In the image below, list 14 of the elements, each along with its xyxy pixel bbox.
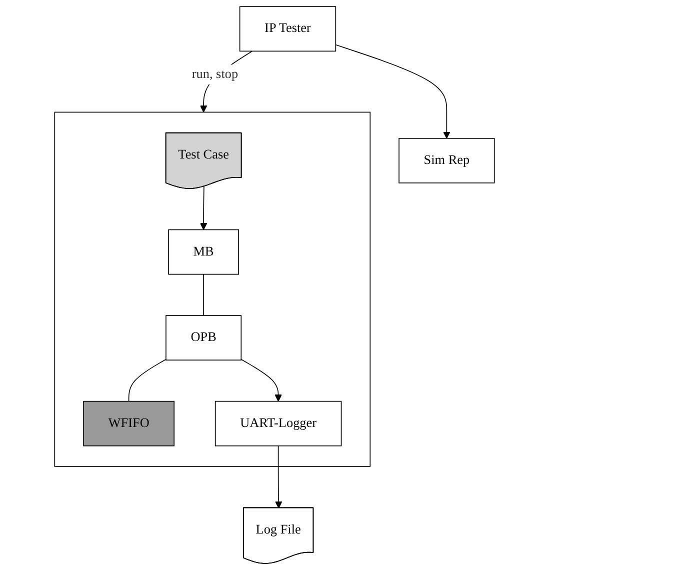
arrow — [335, 44, 450, 139]
node-box: IP Tester — [239, 6, 336, 52]
edge-label: run, stop — [192, 67, 238, 82]
arrow — [200, 186, 208, 230]
arrow — [274, 445, 282, 508]
connector — [203, 274, 204, 316]
arrow — [240, 358, 282, 402]
node-box: UART-Logger — [214, 400, 342, 446]
connector — [128, 358, 166, 402]
node-box: MB — [168, 229, 239, 275]
node-box: WFIFO — [83, 400, 174, 446]
node-box: OPB — [166, 315, 242, 360]
node-box: Sim Rep — [398, 138, 495, 184]
cluster — [54, 112, 371, 467]
